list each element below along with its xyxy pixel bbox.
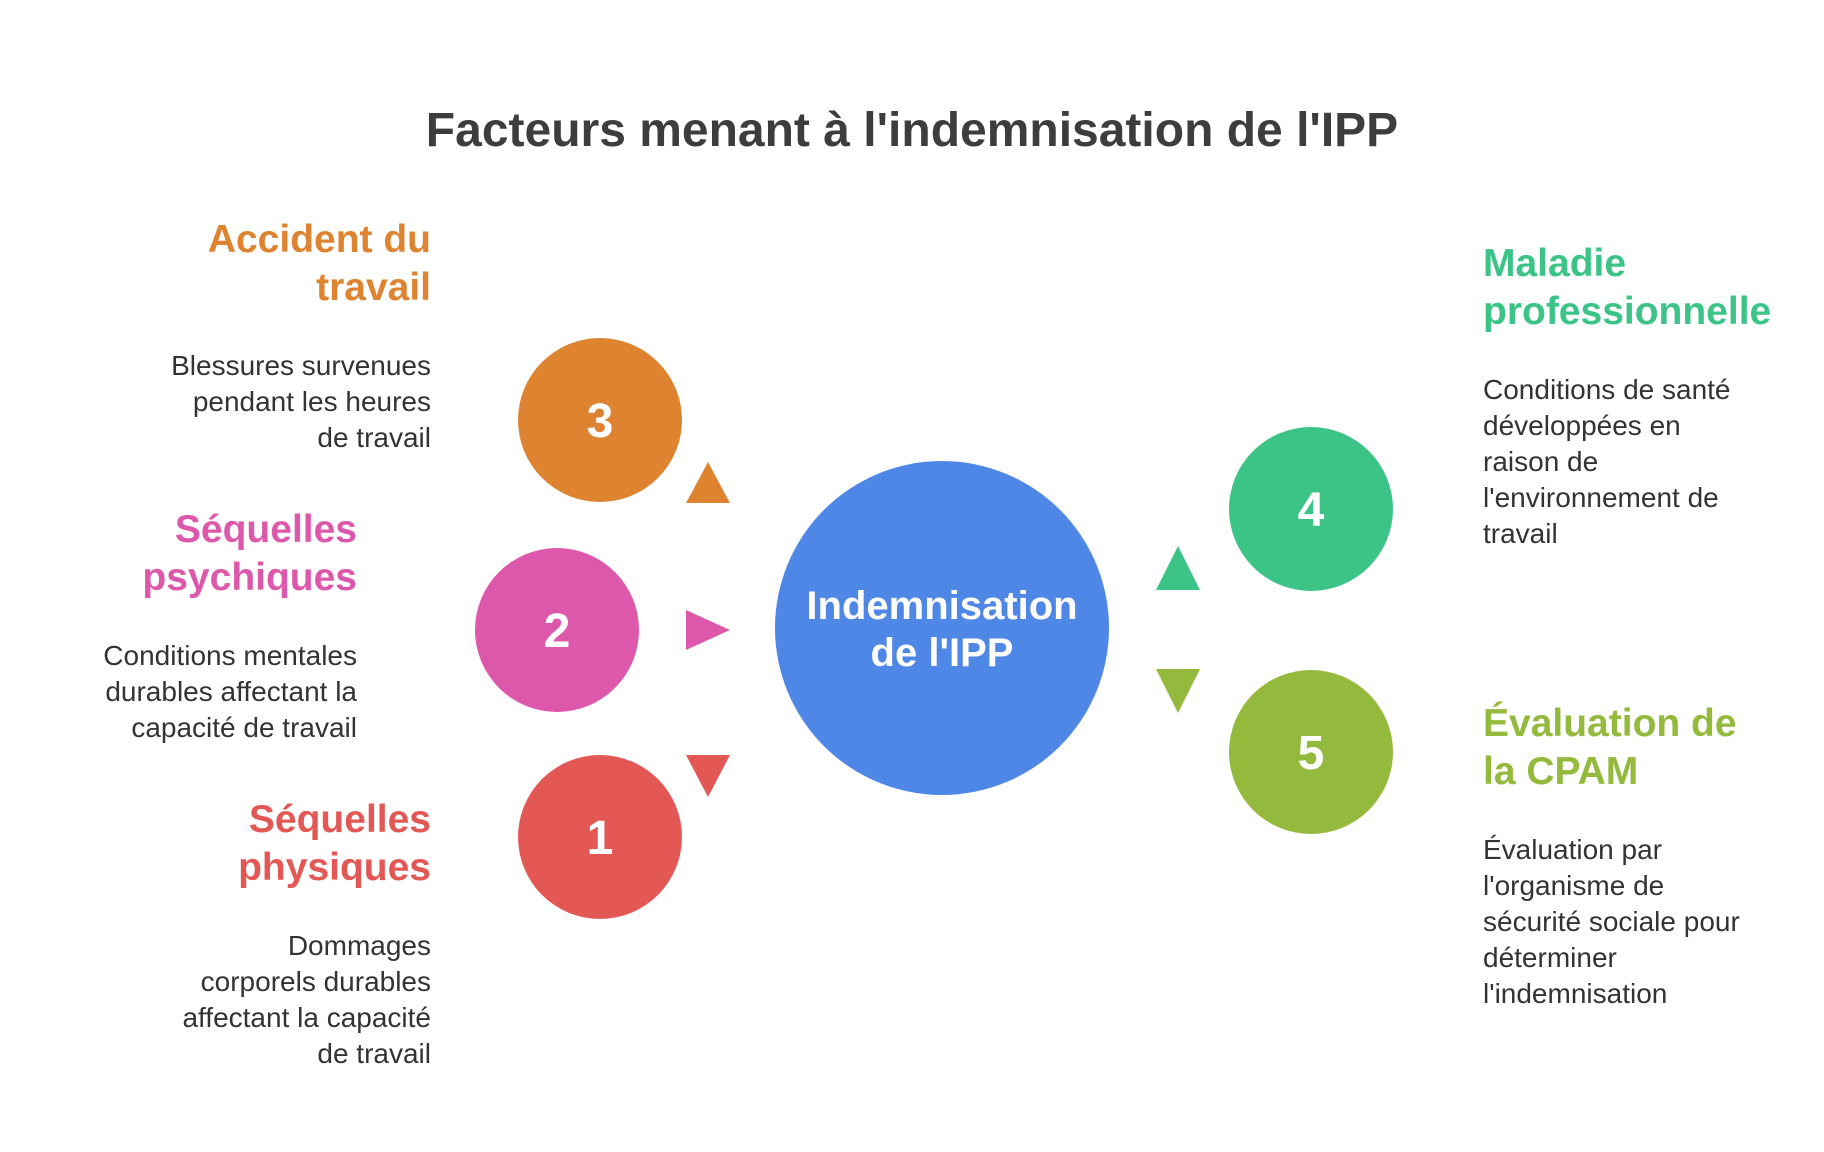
factor-4-arrow bbox=[1156, 546, 1200, 590]
center-circle bbox=[775, 461, 1109, 795]
factor-1-number: 1 bbox=[587, 812, 614, 865]
factor-3-heading: Accident du travail bbox=[131, 216, 431, 312]
factor-1-description: Dommages corporels durables affectant la… bbox=[131, 928, 431, 1072]
factor-2-desc-line: capacité de travail bbox=[131, 712, 357, 743]
factor-2-description: Conditions mentales durables affectant l… bbox=[57, 638, 357, 746]
factor-1-text-block: Séquelles physiques Dommages corporels d… bbox=[131, 796, 431, 1072]
factor-5-number: 5 bbox=[1298, 727, 1325, 780]
factor-5-desc-line: l'organisme de bbox=[1483, 870, 1665, 901]
factor-2-desc-line: Conditions mentales bbox=[103, 640, 357, 671]
factor-5-heading: Évaluation de la CPAM bbox=[1483, 700, 1803, 796]
factor-4-heading: Maladie professionnelle bbox=[1483, 240, 1813, 336]
factor-3-desc-line: pendant les heures bbox=[192, 386, 431, 417]
factor-3-text-block: Accident du travail Blessures survenues … bbox=[131, 216, 431, 456]
factor-3-heading-line2: travail bbox=[316, 266, 431, 309]
center-label-line2: de l'IPP bbox=[871, 631, 1014, 675]
factor-5-heading-line1: Évaluation de bbox=[1483, 702, 1737, 745]
factor-5-desc-line: déterminer bbox=[1483, 942, 1617, 973]
factor-2-arrow bbox=[686, 610, 730, 650]
factor-5-text-block: Évaluation de la CPAM Évaluation par l'o… bbox=[1483, 700, 1803, 1012]
factor-2-heading-line2: psychiques bbox=[142, 556, 357, 599]
factor-1-heading-line1: Séquelles bbox=[248, 798, 431, 841]
factor-4-heading-line1: Maladie bbox=[1483, 242, 1627, 285]
factor-4-text-block: Maladie professionnelle Conditions de sa… bbox=[1483, 240, 1813, 552]
factor-1-desc-line: affectant la capacité bbox=[182, 1002, 431, 1033]
page-title: Facteurs menant à l'indemnisation de l'I… bbox=[425, 104, 1399, 157]
factor-5-circle bbox=[1229, 670, 1393, 834]
factor-4-description: Conditions de santé développées en raiso… bbox=[1483, 372, 1813, 552]
factor-1-desc-line: Dommages bbox=[287, 930, 431, 961]
factor-3-number: 3 bbox=[587, 395, 614, 448]
factor-3-circle bbox=[518, 338, 682, 502]
factor-3-description: Blessures survenues pendant les heures d… bbox=[131, 348, 431, 456]
factor-5-desc-line: sécurité sociale pour bbox=[1483, 906, 1740, 937]
factor-5-desc-line: l'indemnisation bbox=[1483, 978, 1668, 1009]
factor-1-heading: Séquelles physiques bbox=[131, 796, 431, 892]
factor-1-arrow bbox=[686, 755, 730, 797]
factor-3-arrow bbox=[686, 462, 730, 503]
factor-1-heading-line2: physiques bbox=[238, 846, 431, 889]
factor-4-desc-line: développées en bbox=[1483, 410, 1681, 441]
factor-5-description: Évaluation par l'organisme de sécurité s… bbox=[1483, 832, 1803, 1012]
factor-4-desc-line: travail bbox=[1483, 518, 1558, 549]
factor-1-circle bbox=[518, 755, 682, 919]
factor-4-desc-line: l'environnement de bbox=[1483, 482, 1719, 513]
factor-1-desc-line: corporels durables bbox=[200, 966, 431, 997]
factor-5-arrow bbox=[1156, 669, 1200, 713]
factor-2-text-block: Séquelles psychiques Conditions mentales… bbox=[57, 506, 357, 746]
factor-2-heading: Séquelles psychiques bbox=[57, 506, 357, 602]
factor-3-desc-line: Blessures survenues bbox=[171, 350, 431, 381]
factor-4-circle bbox=[1229, 427, 1393, 591]
factor-5-desc-line: Évaluation par bbox=[1483, 834, 1663, 865]
factor-2-heading-line1: Séquelles bbox=[174, 508, 357, 551]
factor-4-heading-line2: professionnelle bbox=[1483, 290, 1772, 333]
factor-4-desc-line: raison de bbox=[1483, 446, 1599, 477]
factor-1-desc-line: de travail bbox=[317, 1038, 431, 1069]
factor-4-desc-line: Conditions de santé bbox=[1483, 374, 1731, 405]
factor-3-desc-line: de travail bbox=[317, 422, 431, 453]
factor-2-circle bbox=[475, 548, 639, 712]
factor-2-desc-line: durables affectant la bbox=[105, 676, 357, 707]
factor-2-number: 2 bbox=[544, 605, 571, 658]
center-label-line1: Indemnisation bbox=[806, 584, 1077, 628]
factor-4-number: 4 bbox=[1298, 484, 1325, 537]
factor-5-heading-line2: la CPAM bbox=[1483, 750, 1639, 793]
factor-3-heading-line1: Accident du bbox=[207, 218, 431, 261]
